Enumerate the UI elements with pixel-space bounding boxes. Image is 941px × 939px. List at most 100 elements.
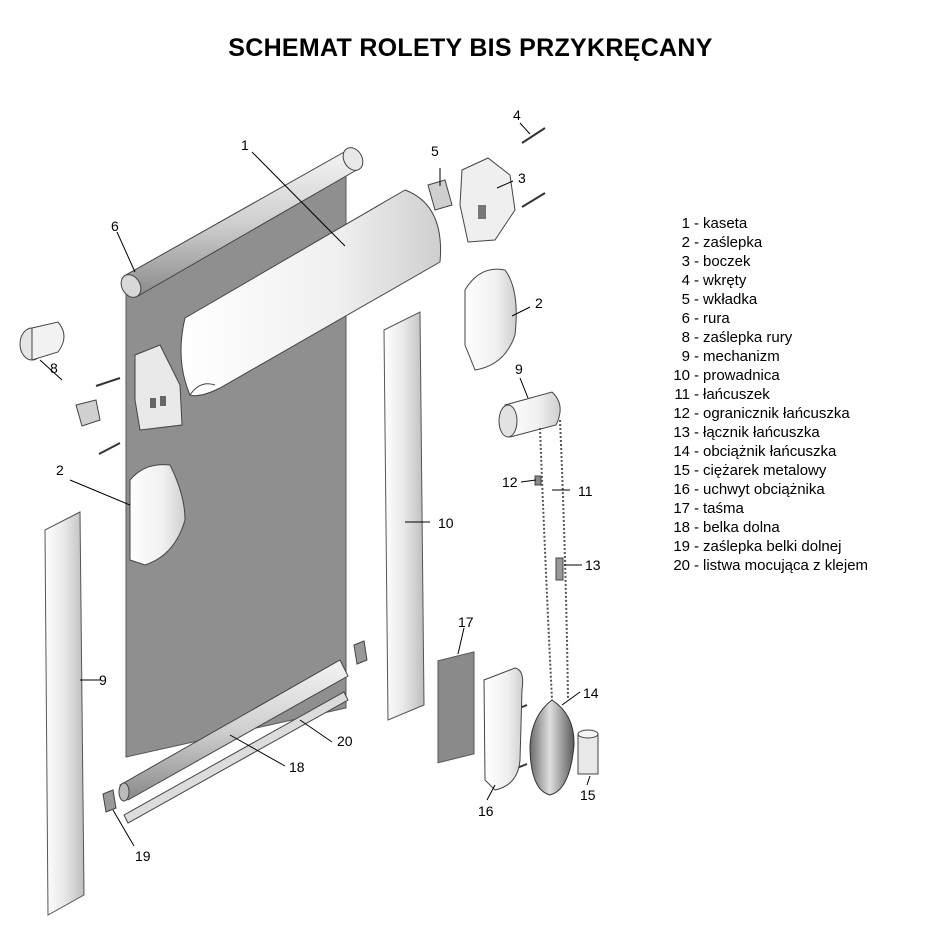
- legend-separator: -: [694, 538, 699, 555]
- mounting-strip-part: [123, 691, 349, 824]
- legend-name: zaślepka: [703, 234, 763, 251]
- insert-left-part: [75, 399, 101, 427]
- legend-separator: -: [694, 481, 699, 498]
- insert-part: [427, 179, 453, 211]
- legend-separator: -: [694, 462, 699, 479]
- legend-separator: -: [694, 443, 699, 460]
- legend-separator: -: [694, 215, 699, 232]
- legend-separator: -: [694, 329, 699, 346]
- legend-separator: -: [694, 500, 699, 517]
- callout-17: 17: [458, 614, 474, 630]
- legend-item: 4-wkręty: [668, 271, 868, 290]
- legend-item: 15-ciężarek metalowy: [668, 461, 868, 480]
- legend-number: 17: [673, 500, 690, 517]
- legend-item: 17-taśma: [668, 499, 868, 518]
- callout-11: 11: [578, 483, 593, 499]
- tape-part: [437, 651, 475, 764]
- tube-part: [120, 147, 364, 298]
- legend-name: boczek: [703, 253, 751, 270]
- legend-number: 8: [681, 329, 690, 346]
- callout-13: 13: [585, 557, 601, 573]
- legend-name: listwa mocująca z klejem: [703, 557, 869, 574]
- legend-number: 9: [681, 348, 690, 365]
- legend-number: 4: [681, 272, 690, 289]
- bottom-cap-right-part: [353, 640, 368, 665]
- callout-1: 1: [241, 137, 249, 153]
- legend-number: 13: [673, 424, 690, 441]
- callout-18: 18: [289, 759, 305, 775]
- callout-16: 16: [478, 803, 494, 819]
- legend-name: uchwyt obciążnika: [703, 481, 825, 498]
- legend-number: 1: [681, 215, 690, 232]
- legend-separator: -: [694, 348, 699, 365]
- end-cap-left-part: [129, 464, 186, 566]
- legend-item: 6-rura: [668, 309, 868, 328]
- legend-separator: -: [694, 386, 699, 403]
- legend-name: zaślepka rury: [703, 329, 793, 346]
- weight-holder-part: [483, 667, 524, 791]
- legend-item: 3-boczek: [668, 252, 868, 271]
- legend-separator: -: [694, 234, 699, 251]
- legend-name: prowadnica: [703, 367, 780, 384]
- legend-number: 6: [681, 310, 690, 327]
- legend-item: 5-wkładka: [668, 290, 868, 309]
- legend-separator: -: [694, 272, 699, 289]
- callout-15: 15: [580, 787, 596, 803]
- cassette-part: [180, 189, 442, 397]
- legend-name: rura: [703, 310, 730, 327]
- legend-item: 9-mechanizm: [668, 347, 868, 366]
- legend-name: kaseta: [703, 215, 748, 232]
- chain-part: [539, 419, 569, 701]
- legend-item: 13-łącznik łańcuszka: [668, 423, 868, 442]
- chain-connector-part: [555, 557, 564, 581]
- callout-2-right: 2: [535, 295, 543, 311]
- legend-number: 3: [681, 253, 690, 270]
- legend-number: 11: [674, 386, 690, 403]
- bottom-cap-left-part: [102, 789, 117, 813]
- legend-separator: -: [694, 310, 699, 327]
- legend-number: 20: [673, 557, 690, 574]
- callout-4: 4: [513, 107, 521, 123]
- legend-number: 15: [673, 462, 690, 479]
- legend-item: 2-zaślepka: [668, 233, 868, 252]
- legend-separator: -: [694, 557, 699, 574]
- legend-name: belka dolna: [703, 519, 780, 536]
- left-rail-part: [44, 511, 85, 916]
- right-bracket-part: [459, 157, 516, 243]
- legend-number: 5: [681, 291, 690, 308]
- legend-name: obciążnik łańcuszka: [703, 443, 837, 460]
- legend-separator: -: [694, 367, 699, 384]
- legend-separator: -: [694, 405, 699, 422]
- page-title: SCHEMAT ROLETY BIS PRZYKRĘCANY: [228, 34, 713, 62]
- legend-name: ogranicznik łańcuszka: [703, 405, 850, 422]
- legend-item: 18-belka dolna: [668, 518, 868, 537]
- callout-20: 20: [337, 733, 353, 749]
- legend-item: 1-kaseta: [668, 214, 868, 233]
- legend-separator: -: [694, 253, 699, 270]
- leader-lines: [39, 122, 591, 847]
- legend-number: 10: [673, 367, 690, 384]
- callout-19: 19: [135, 848, 151, 864]
- chain-weight-part: [529, 699, 575, 796]
- legend-item: 20-listwa mocująca z klejem: [668, 556, 868, 575]
- callout-5: 5: [431, 143, 439, 159]
- tube-cap-part: [19, 321, 65, 361]
- callout-3: 3: [518, 170, 526, 186]
- callout-14: 14: [583, 685, 599, 701]
- callout-8: 8: [50, 360, 58, 376]
- legend-item: 12-ogranicznik łańcuszka: [668, 404, 868, 423]
- right-rail-part: [383, 311, 425, 721]
- legend-name: wkładka: [703, 291, 758, 308]
- legend-separator: -: [694, 424, 699, 441]
- callout-12: 12: [502, 474, 518, 490]
- legend-name: ciężarek metalowy: [703, 462, 827, 479]
- bottom-bar-part: [118, 659, 349, 802]
- legend-item: 11-łańcuszek: [668, 385, 868, 404]
- callout-9-mechanism: 9: [515, 361, 523, 377]
- legend-number: 14: [673, 443, 690, 460]
- legend-number: 18: [673, 519, 690, 536]
- legend-name: zaślepka belki dolnej: [703, 538, 842, 555]
- legend-item: 16-uchwyt obciążnika: [668, 480, 868, 499]
